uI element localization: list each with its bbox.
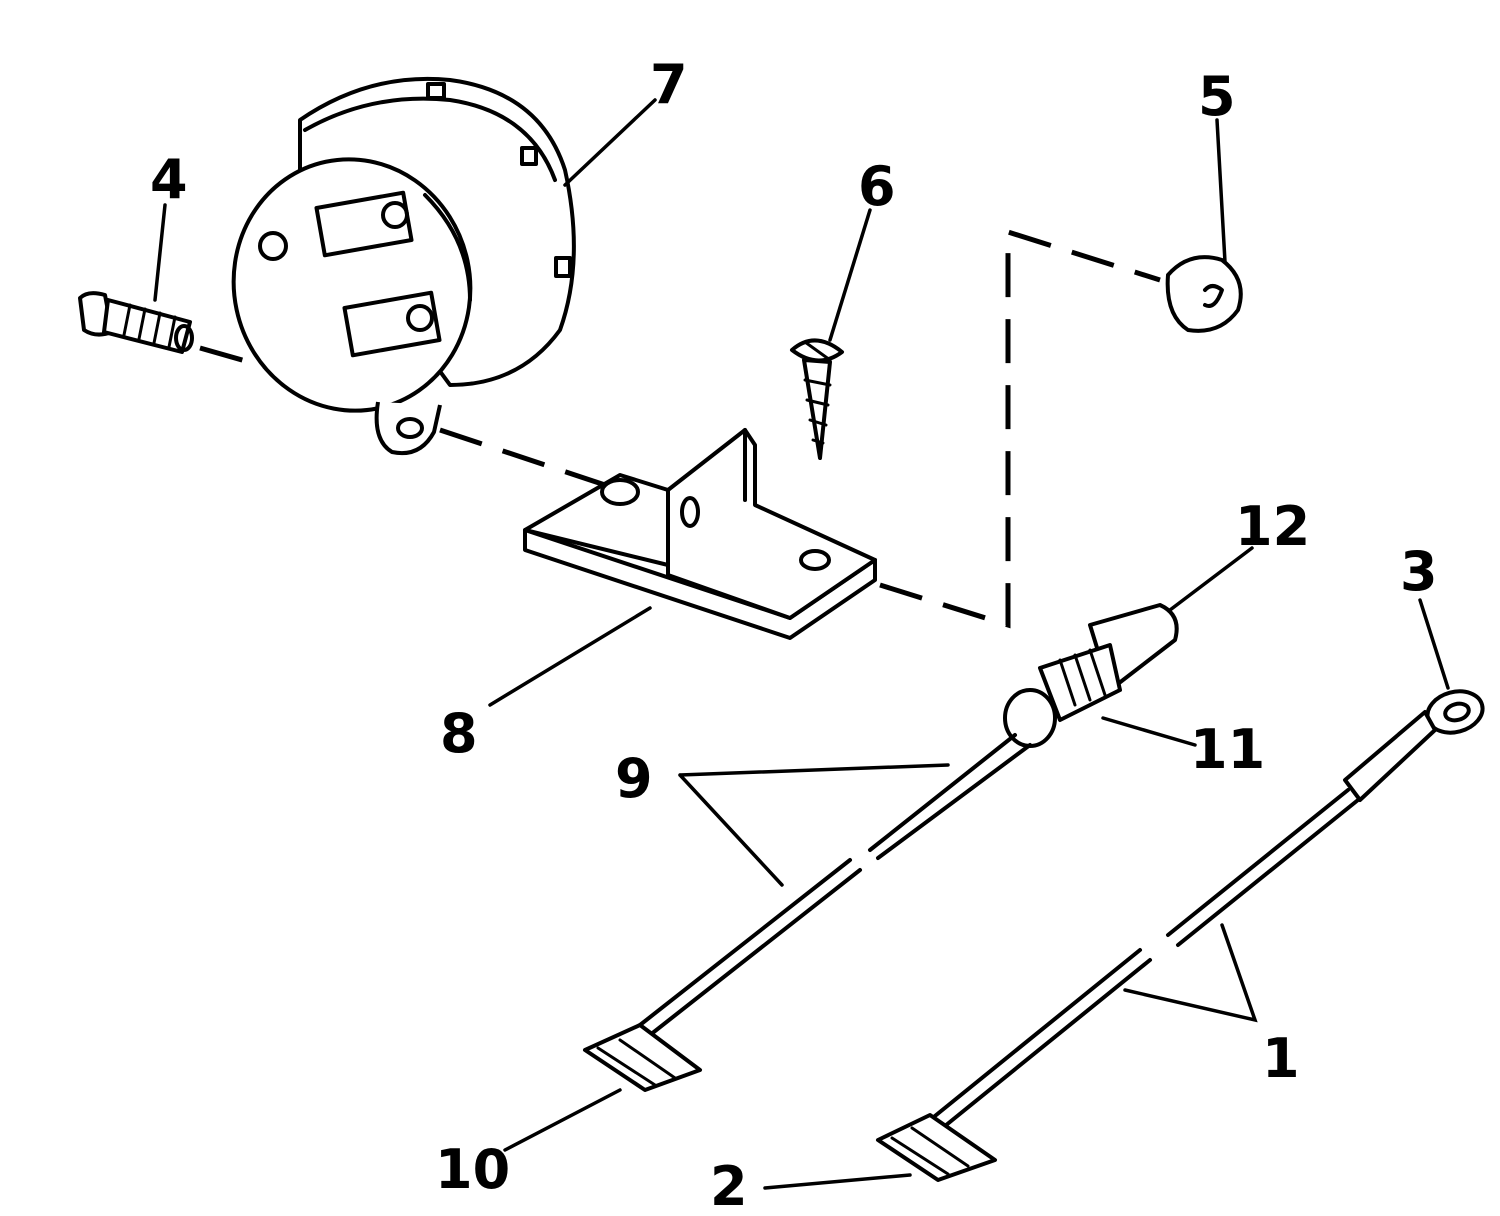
nut-part-5 — [1165, 255, 1243, 333]
leader-8 — [488, 606, 652, 707]
bracket-part-8 — [523, 428, 877, 640]
callout-5: 5 — [1198, 65, 1236, 128]
leader-10 — [503, 1088, 622, 1152]
callout-11: 11 — [1190, 718, 1265, 781]
callout-12: 12 — [1235, 495, 1310, 558]
leader-6 — [828, 208, 872, 342]
leader-7 — [563, 98, 657, 187]
leader-1 — [1123, 923, 1258, 1023]
callout-7: 7 — [650, 53, 688, 116]
screw-part-4 — [78, 291, 194, 354]
callout-3: 3 — [1400, 540, 1438, 603]
callout-1: 1 — [1262, 1027, 1300, 1090]
callout-9: 9 — [615, 747, 653, 810]
wire-part-9 — [583, 603, 1179, 1092]
leader-11 — [1101, 716, 1197, 747]
leader-9 — [678, 763, 950, 887]
callout-numbers: 7 4 6 5 8 12 3 11 9 1 10 2 — [150, 53, 1438, 1216]
callout-4: 4 — [150, 148, 188, 211]
screw-part-6 — [790, 338, 844, 460]
callout-6: 6 — [858, 155, 896, 218]
callout-2: 2 — [710, 1155, 748, 1216]
leader-2 — [763, 1173, 912, 1190]
callout-10: 10 — [435, 1138, 510, 1201]
leader-4 — [153, 203, 167, 302]
dash-bracket-to-nut — [879, 228, 1161, 629]
wire-part-1 — [876, 689, 1485, 1182]
leader-5 — [1215, 118, 1227, 264]
leader-lines — [153, 98, 1450, 1190]
dash-gauge-to-bracket — [439, 427, 621, 493]
gauge-body — [231, 76, 576, 455]
leader-12 — [1168, 546, 1254, 612]
callout-8: 8 — [440, 702, 478, 765]
leader-3 — [1418, 598, 1450, 690]
